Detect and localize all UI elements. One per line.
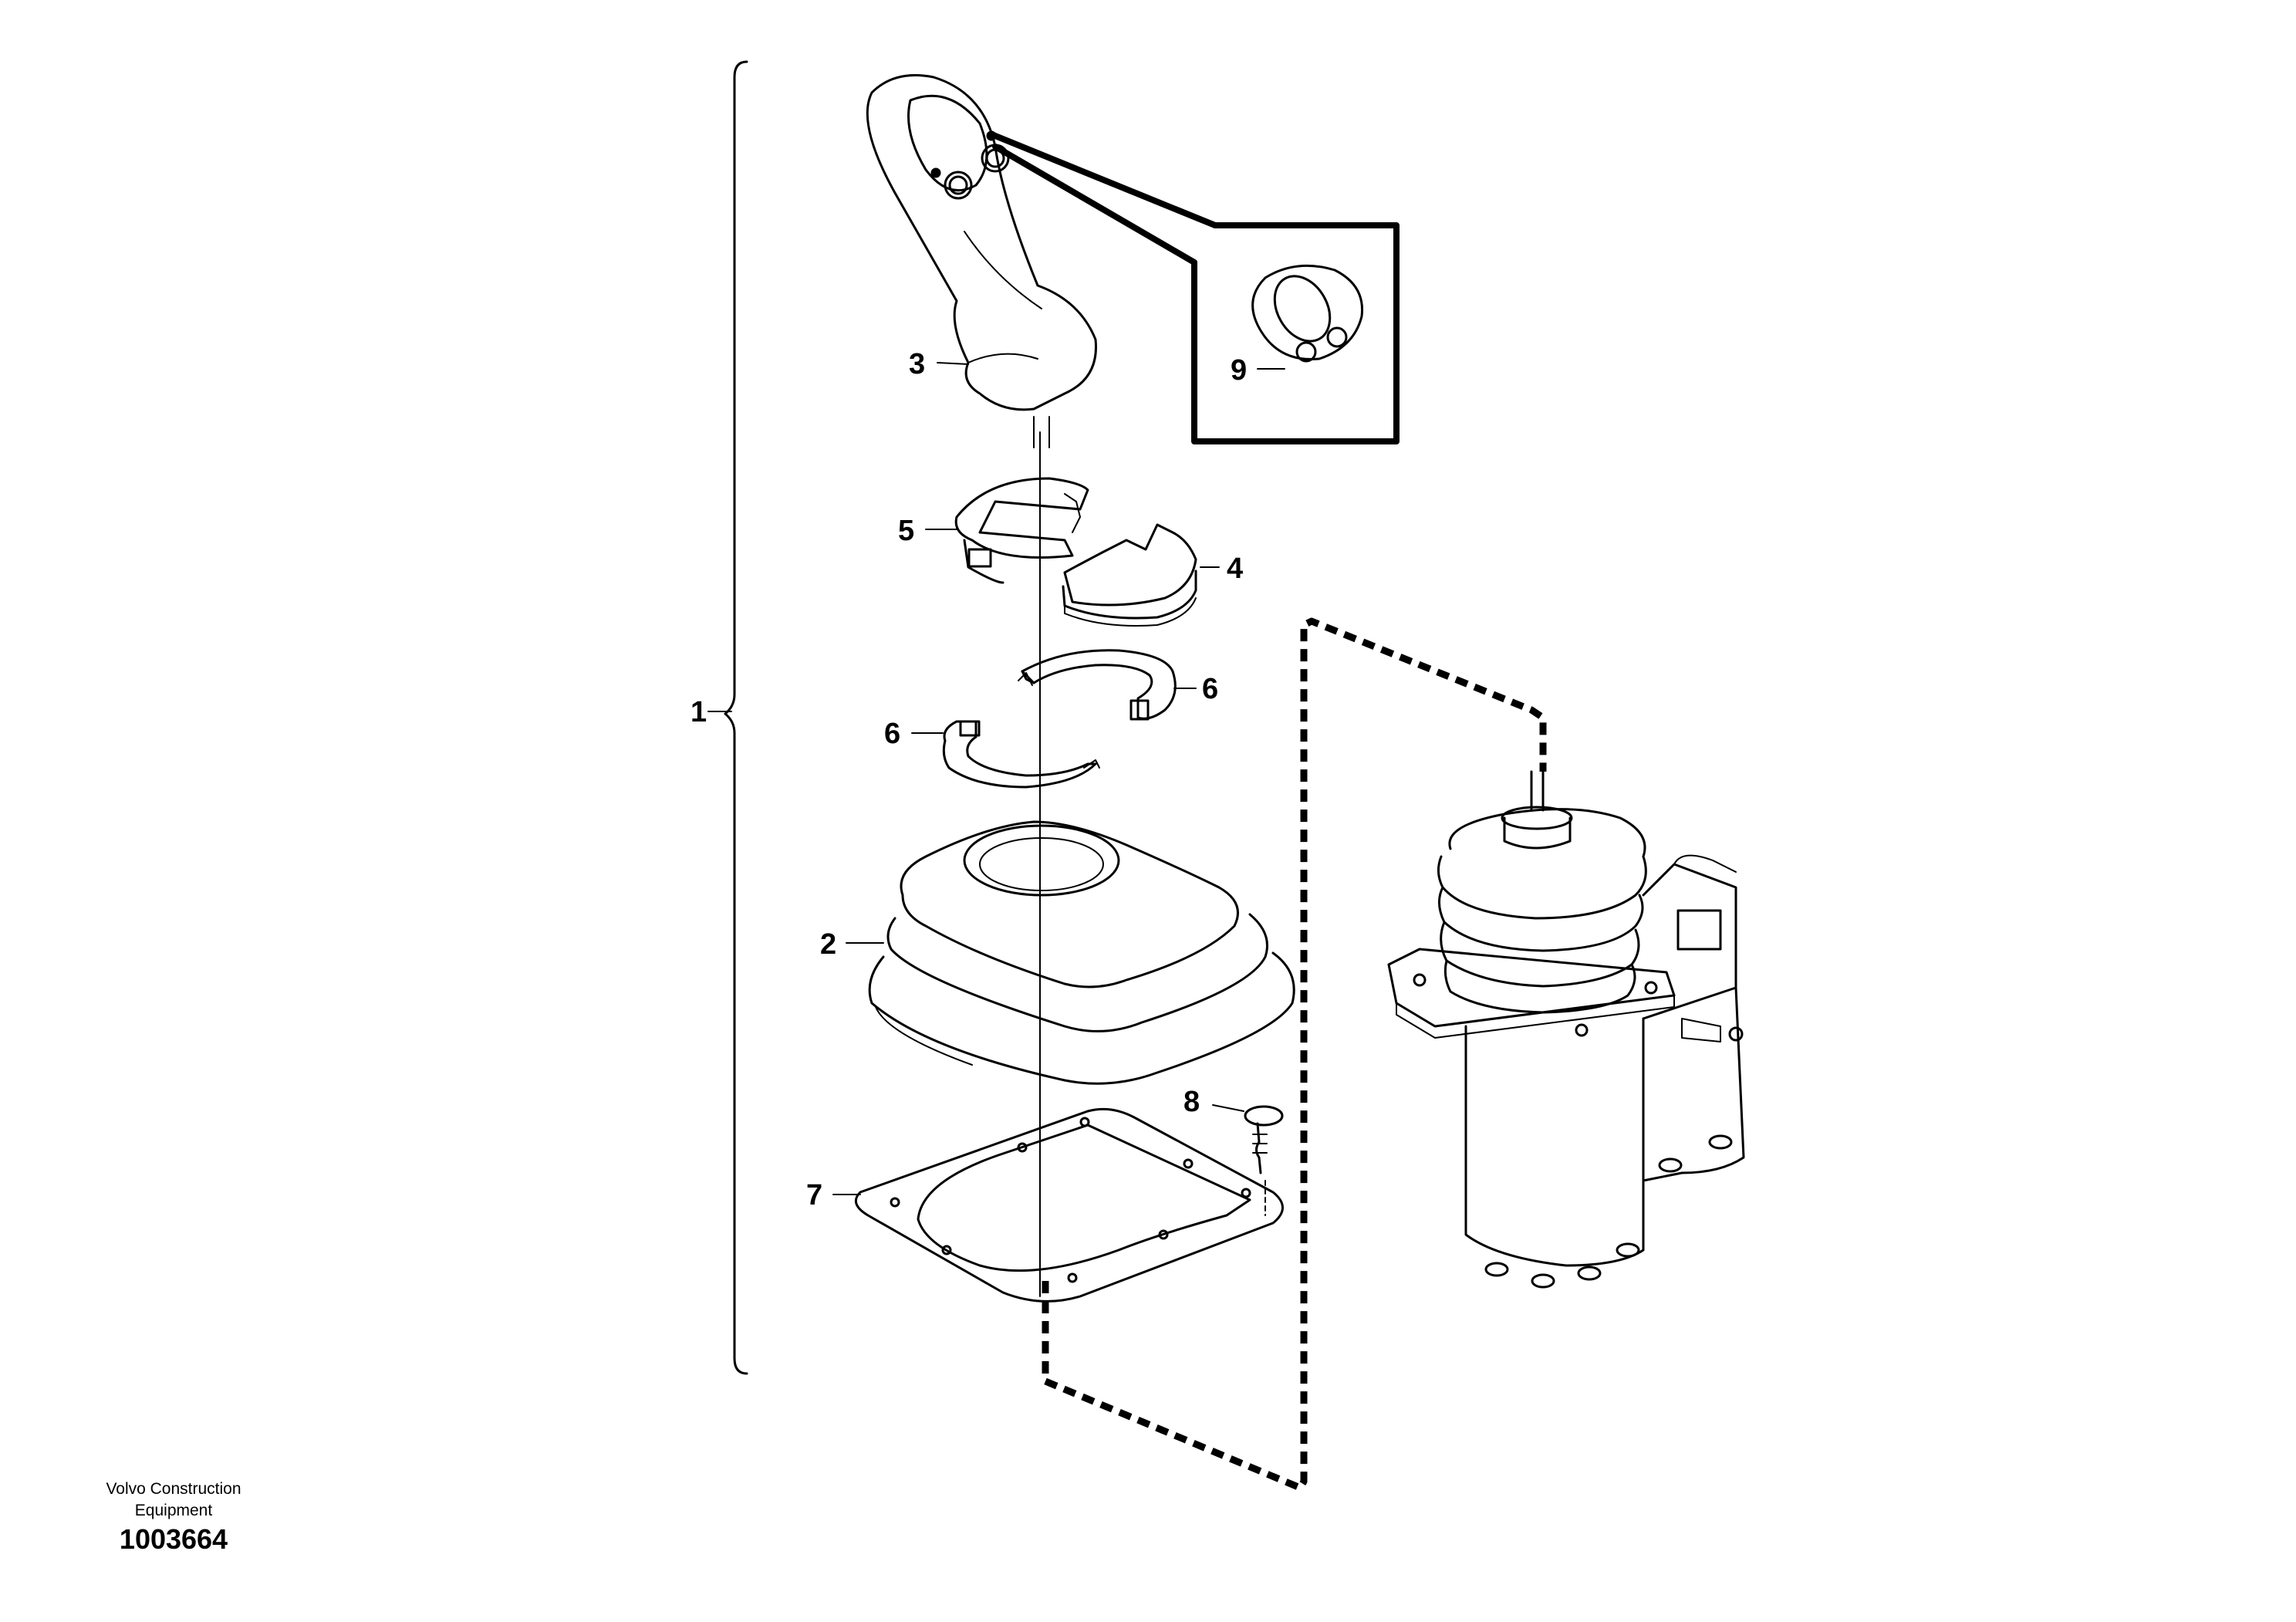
switch-insert — [1251, 264, 1364, 363]
leader-3 — [937, 362, 969, 365]
retainer-half-left — [954, 477, 1089, 584]
callout-1: 1 — [690, 696, 707, 728]
callout-6b: 6 — [884, 718, 900, 750]
brand-line-2: Equipment — [134, 1502, 213, 1519]
mounting-plate — [854, 1107, 1284, 1303]
callout-9: 9 — [1231, 354, 1247, 387]
pilot-control-valve — [1387, 770, 1745, 1289]
callout-3: 3 — [909, 348, 925, 380]
retainer-half-right — [1062, 523, 1197, 627]
callout-5: 5 — [898, 515, 914, 547]
callout-2: 2 — [820, 928, 836, 961]
callout-4: 4 — [1227, 552, 1243, 585]
cap — [1244, 1105, 1284, 1216]
detail-leader-upper — [988, 131, 1218, 228]
callout-6a: 6 — [1202, 673, 1218, 705]
joystick-handle — [866, 74, 1097, 411]
leader-8 — [1212, 1104, 1244, 1112]
brand-line-1: Volvo Construction — [106, 1480, 241, 1498]
clamp-ring-lower — [942, 720, 1100, 789]
assembly-bracket — [724, 60, 748, 1375]
callout-7: 7 — [806, 1179, 822, 1211]
rubber-boot — [868, 820, 1295, 1085]
document-number: 1003664 — [119, 1523, 228, 1555]
detail-box — [1191, 222, 1400, 444]
clamp-ring-upper — [1018, 649, 1177, 721]
callout-8: 8 — [1183, 1086, 1200, 1118]
detail-leader-lower — [992, 144, 1197, 265]
dashed-connection-lower — [1042, 617, 1547, 1492]
